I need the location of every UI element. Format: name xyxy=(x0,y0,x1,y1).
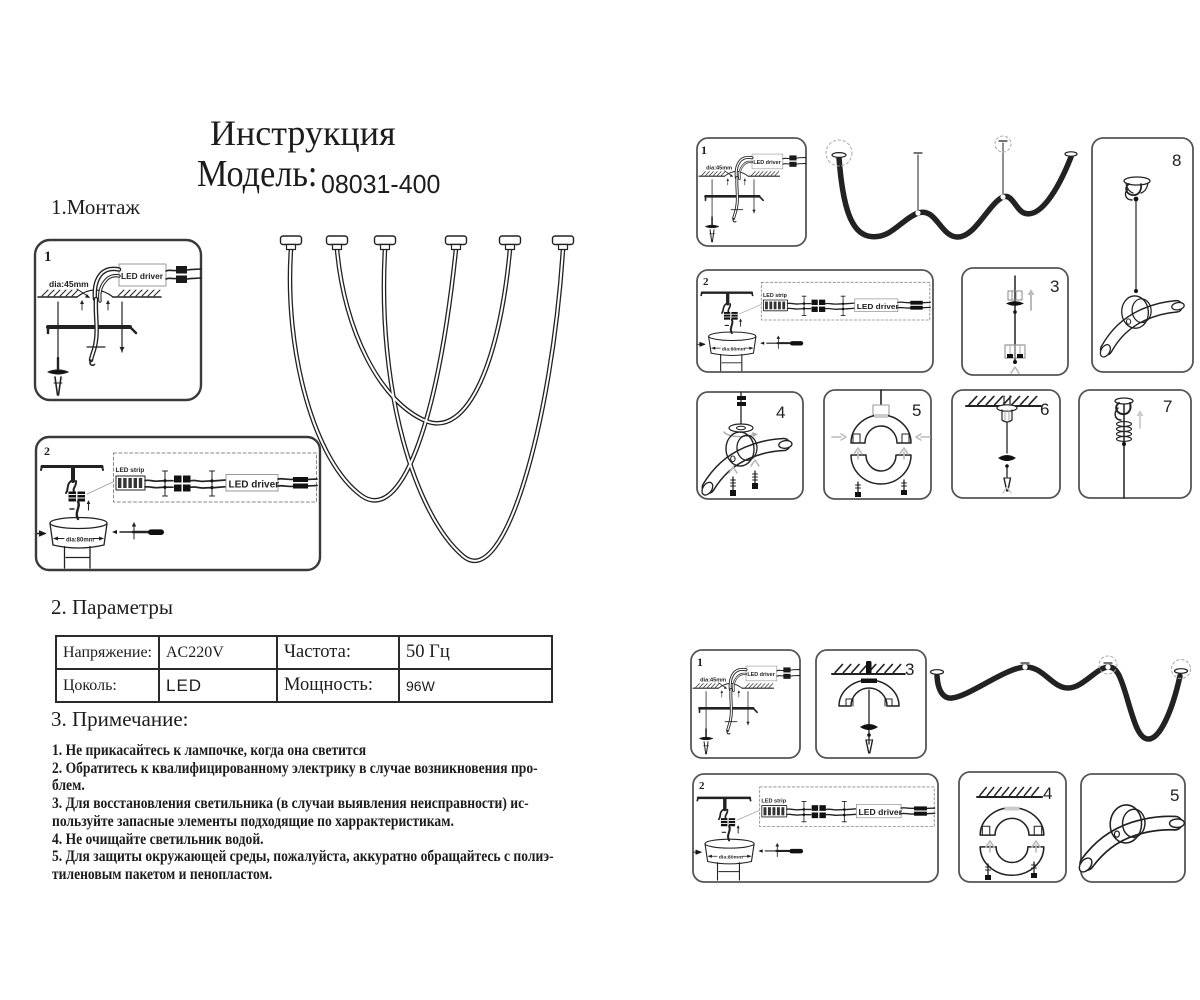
svg-text:7: 7 xyxy=(1163,397,1172,416)
svg-text:5: 5 xyxy=(912,401,921,420)
svg-text:2: 2 xyxy=(44,444,50,458)
svg-text:8: 8 xyxy=(1172,151,1181,170)
svg-text:3: 3 xyxy=(905,660,914,679)
svg-text:6: 6 xyxy=(1040,400,1049,419)
svg-text:1: 1 xyxy=(697,655,703,669)
svg-text:2: 2 xyxy=(699,780,705,792)
svg-text:2: 2 xyxy=(703,276,709,288)
svg-text:5: 5 xyxy=(1170,786,1179,805)
svg-text:1: 1 xyxy=(44,249,52,265)
svg-text:4: 4 xyxy=(1043,784,1052,803)
svg-text:1: 1 xyxy=(701,143,707,157)
svg-text:4: 4 xyxy=(776,403,785,422)
svg-text:3: 3 xyxy=(1050,277,1059,296)
